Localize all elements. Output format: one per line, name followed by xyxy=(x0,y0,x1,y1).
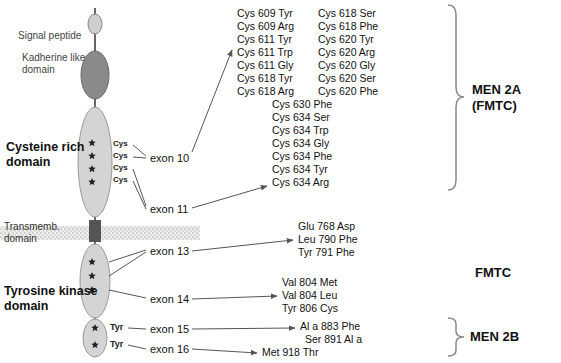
mutation-label: Tyr 806 Cys xyxy=(282,302,338,315)
mutation-label: Cys 611 Tyr xyxy=(237,33,292,46)
star-mark xyxy=(88,152,96,159)
mutation-label: Al a 883 Phe xyxy=(300,320,360,333)
kinase-domain-shape xyxy=(80,244,110,318)
mutation-label: Leu 790 Phe xyxy=(298,233,358,246)
star-mark xyxy=(88,178,96,185)
syndrome-label: MEN 2A (FMTC) xyxy=(472,82,534,113)
mutation-label: Cys 620 Phe xyxy=(318,85,378,98)
residue-label: Cys xyxy=(113,163,128,173)
exon-label: exon 15 xyxy=(150,323,189,336)
mutation-label: Cys 618 Tyr xyxy=(237,72,293,85)
star-mark xyxy=(88,139,96,146)
mutation-label: Cys 634 Gly xyxy=(272,137,329,150)
mutation-label: Cys 609 Arg xyxy=(237,20,294,33)
star-mark xyxy=(88,165,96,172)
exon-label: exon 13 xyxy=(150,245,189,258)
mutation-label: Cys 611 Gly xyxy=(237,59,293,72)
domain-label: Transmemb. domain xyxy=(4,221,70,245)
exon-label: exon 16 xyxy=(150,343,189,356)
mutation-label: Cys 620 Gly xyxy=(318,59,375,72)
star-mark xyxy=(91,324,99,331)
mutation-label: Glu 768 Asp xyxy=(298,220,355,233)
star-mark xyxy=(91,341,99,348)
mutation-label: Val 804 Met xyxy=(282,276,337,289)
mutation-label: Met 918 Thr xyxy=(262,346,318,359)
star-mark xyxy=(88,272,96,279)
domain-heading: Cysteine rich domain xyxy=(6,140,98,170)
mutation-label: Cys 611 Trp xyxy=(237,46,293,59)
residue-label: Cys xyxy=(113,139,128,149)
kinase-domain-shape xyxy=(83,319,107,357)
syndrome-label: FMTC xyxy=(475,265,511,281)
mutation-label: Val 804 Leu xyxy=(282,289,337,302)
mutation-label: Cys 630 Phe xyxy=(272,98,332,111)
mutation-label: Cys 618 Ser xyxy=(318,7,376,20)
mutation-label: Cys 620 Tyr xyxy=(318,33,374,46)
residue-label: Tyr xyxy=(110,322,123,333)
mutation-label: Cys 618 Arg xyxy=(237,85,294,98)
mutation-label: Cys 620 Arg xyxy=(318,46,375,59)
domain-label: Signal peptide xyxy=(18,30,81,42)
mutation-label: Cys 634 Phe xyxy=(272,150,332,163)
group-bracket xyxy=(448,5,464,356)
star-marks xyxy=(88,139,99,348)
cysteine-domain-shape xyxy=(78,107,112,217)
domain-label: Kadherine like domain xyxy=(22,52,97,76)
mutation-label: Cys 620 Ser xyxy=(318,72,376,85)
mutation-label: Cys 634 Tyr xyxy=(272,163,328,176)
exon-label: exon 10 xyxy=(150,152,189,165)
mutation-label: Cys 609 Tyr xyxy=(237,7,293,20)
residue-label: Tyr xyxy=(110,339,123,350)
mutation-label: Cys 618 Phe xyxy=(318,20,378,33)
leader-lines xyxy=(109,50,295,353)
signal-peptide-shape xyxy=(88,14,102,34)
mutation-label: Cys 634 Trp xyxy=(272,124,329,137)
mutation-label: Tyr 791 Phe xyxy=(298,246,355,259)
transmembrane-shape xyxy=(89,220,101,242)
mutation-label: Cys 634 Arg xyxy=(272,176,329,189)
exon-label: exon 11 xyxy=(150,203,188,216)
residue-label: Cys xyxy=(113,175,128,185)
syndrome-label: MEN 2B xyxy=(470,329,519,345)
mutation-label: Ser 891 Al a xyxy=(305,333,362,346)
exon-label: exon 14 xyxy=(150,293,189,306)
star-mark xyxy=(88,258,96,265)
mutation-label: Cys 634 Ser xyxy=(272,111,330,124)
domain-heading: Tyrosine kinase domain xyxy=(4,284,106,314)
residue-label: Cys xyxy=(113,151,128,161)
